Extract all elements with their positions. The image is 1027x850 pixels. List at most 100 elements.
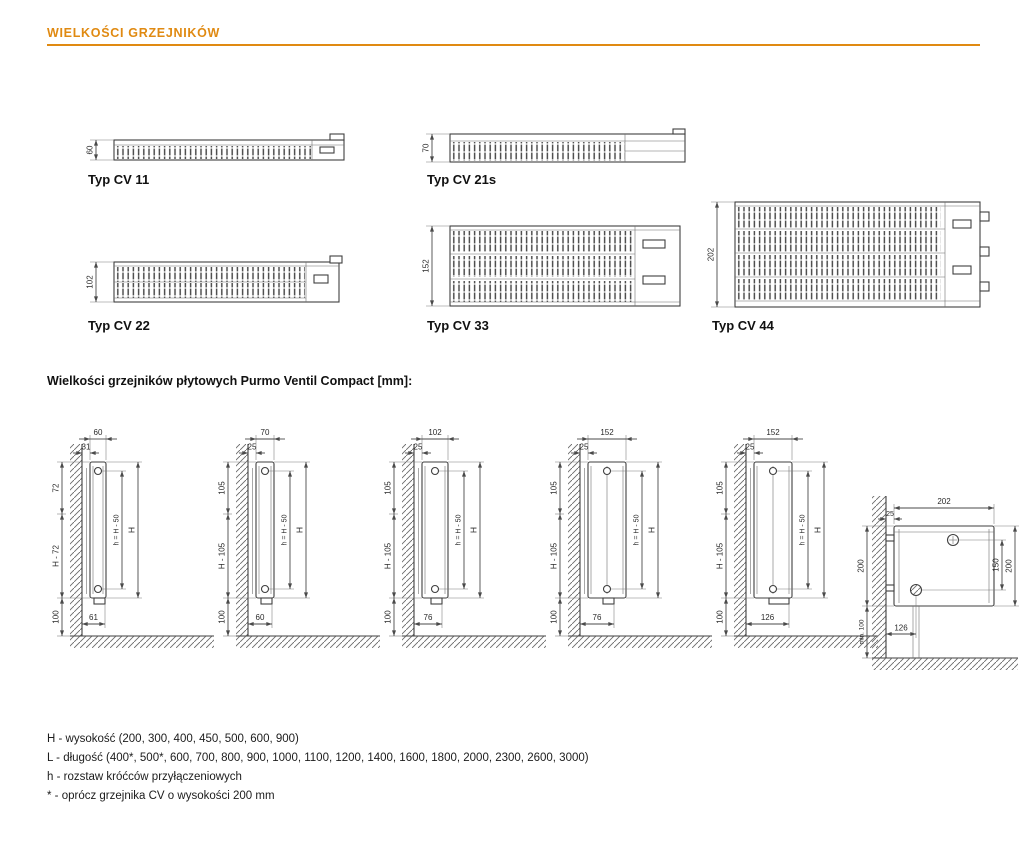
section-heading: Wielkości grzejników płytowych Purmo Ven… [47, 374, 413, 388]
detail-view-cv44: 202 25 200 min. 100 150 200 [857, 488, 1023, 688]
dim-connection-spacing: h = H - 50 [114, 514, 121, 545]
wall [236, 444, 249, 636]
radiator-body [885, 525, 995, 658]
dim-wall-gap: 25 [248, 443, 257, 452]
dim-total-height: H [813, 527, 823, 533]
dim-upper-segment: 105 [218, 481, 227, 495]
legend: H - wysokość (200, 300, 400, 450, 500, 6… [47, 730, 589, 806]
dim-lower-segment: H - 105 [384, 542, 393, 569]
dim-connection-spacing: h = H - 50 [634, 514, 641, 545]
valve-icon [909, 583, 923, 597]
radiator-body [418, 461, 449, 605]
dim-bottom-depth: 60 [256, 613, 265, 622]
dimensions: 102 25 105 H - 105 100 h = H - 50 [384, 428, 484, 637]
wall [872, 496, 887, 658]
dim-upper-segment: 105 [384, 481, 393, 495]
dim-bottom-depth: 126 [761, 613, 775, 622]
air-vent-icon [93, 466, 103, 476]
dimensions: 152 25 105 H - 105 100 h = H - 50 [550, 428, 662, 637]
page-title: WIELKOŚCI GRZEJNIKÓW [47, 26, 221, 40]
dim-floor-clearance: 100 [384, 610, 393, 624]
dim-lower-segment: H - 105 [218, 542, 227, 569]
dim-total-height: H [469, 527, 479, 533]
dim-depth: 202 [707, 247, 716, 261]
dim-floor-clearance: 100 [550, 610, 559, 624]
floor [568, 635, 712, 648]
side-view-cv11: 60 31 72 H - 72 100 h = H - 50 [50, 426, 220, 656]
radiator-top-drawing [113, 255, 343, 303]
pipe-connection [885, 584, 895, 592]
valve-icon [768, 584, 778, 594]
top-view-cv21s: 70 [420, 128, 695, 174]
dim-wall-gap: 25 [414, 443, 423, 452]
dim-depth: 60 [86, 145, 95, 154]
dim-floor-clearance: 100 [716, 610, 725, 624]
label-cv11: Typ CV 11 [88, 172, 150, 187]
dim-top-width: 70 [261, 428, 270, 437]
legend-line-height: H - wysokość (200, 300, 400, 450, 500, 6… [47, 733, 299, 745]
wall [402, 444, 415, 636]
dim-floor-clearance: 100 [52, 610, 61, 624]
label-cv21s: Typ CV 21s [427, 172, 497, 187]
air-vent-icon [768, 466, 778, 476]
dim-bottom-depth: 76 [424, 613, 433, 622]
radiator-body [86, 461, 107, 605]
dim-total-height: H [647, 527, 657, 533]
top-view-cv33: 152 [420, 220, 695, 312]
dimensions: 152 25 105 H - 105 100 h = H - 50 [716, 428, 828, 637]
connection-fitting [430, 597, 443, 605]
floor [70, 635, 214, 648]
dim-lower-segment: H - 72 [52, 545, 61, 567]
dim-total-height: 200 [1005, 559, 1014, 573]
connection-fitting [768, 597, 790, 605]
connection-fitting [260, 597, 273, 605]
side-view-cv33: 152 25 105 H - 105 100 h = H - 50 [548, 426, 718, 656]
label-cv33: Typ CV 33 [427, 318, 489, 333]
side-view-cv44: 152 25 105 H - 105 100 h = H - 50 [714, 426, 884, 656]
dim-bottom-depth: 76 [593, 613, 602, 622]
dim-top-width: 60 [94, 428, 103, 437]
dim-bottom-depth: 61 [89, 613, 98, 622]
connection-fitting [602, 597, 615, 605]
dim-depth: 102 [86, 275, 95, 289]
top-view-cv22: 102 [84, 255, 354, 308]
legend-line-length: L - długość (400*, 500*, 600, 700, 800, … [47, 752, 589, 764]
radiator-body [252, 461, 275, 605]
dim-top-width: 202 [937, 497, 951, 506]
orange-rule [47, 44, 980, 46]
dim-wall-gap: 25 [746, 443, 755, 452]
dim-depth: 70 [422, 143, 431, 152]
valve-icon [602, 584, 612, 594]
dim-top-width: 152 [766, 428, 780, 437]
dimensions: 60 31 72 H - 72 100 h = H - 50 [52, 428, 142, 637]
label-cv44: Typ CV 44 [712, 318, 774, 333]
dim-total-height: H [295, 527, 305, 533]
dim-connection-spacing: 150 [992, 558, 1001, 572]
dim-lower-segment: H - 105 [550, 542, 559, 569]
valve-icon [430, 584, 440, 594]
dim-wall-gap: 31 [82, 443, 91, 452]
radiator-top-drawing [449, 128, 686, 163]
dim-connection-spacing: h = H - 50 [456, 514, 463, 545]
dim-connection-spacing: h = H - 50 [282, 514, 289, 545]
dim-upper-segment: 105 [716, 481, 725, 495]
top-view-cv44: 202 [705, 196, 995, 314]
depth-dimension: 70 [422, 133, 450, 163]
dim-depth: 152 [422, 259, 431, 273]
wall [70, 444, 83, 636]
dim-lower-segment: H - 105 [716, 542, 725, 569]
wall [734, 444, 747, 636]
dim-floor-clearance: min. 100 [859, 619, 866, 644]
floor [872, 657, 1018, 670]
dim-upper-segment: 105 [550, 481, 559, 495]
radiator-body [750, 461, 793, 605]
radiator-top-drawing [113, 133, 345, 161]
legend-line-spacing: h - rozstaw króćców przyłączeniowych [47, 771, 242, 783]
floor [402, 635, 546, 648]
air-vent-icon [602, 466, 612, 476]
depth-dimension: 102 [86, 261, 114, 303]
radiator-top-drawing [449, 225, 681, 307]
dim-bottom-depth: 126 [894, 624, 908, 633]
dim-total-height: H [127, 527, 137, 533]
dim-wall-gap: 25 [886, 511, 894, 518]
